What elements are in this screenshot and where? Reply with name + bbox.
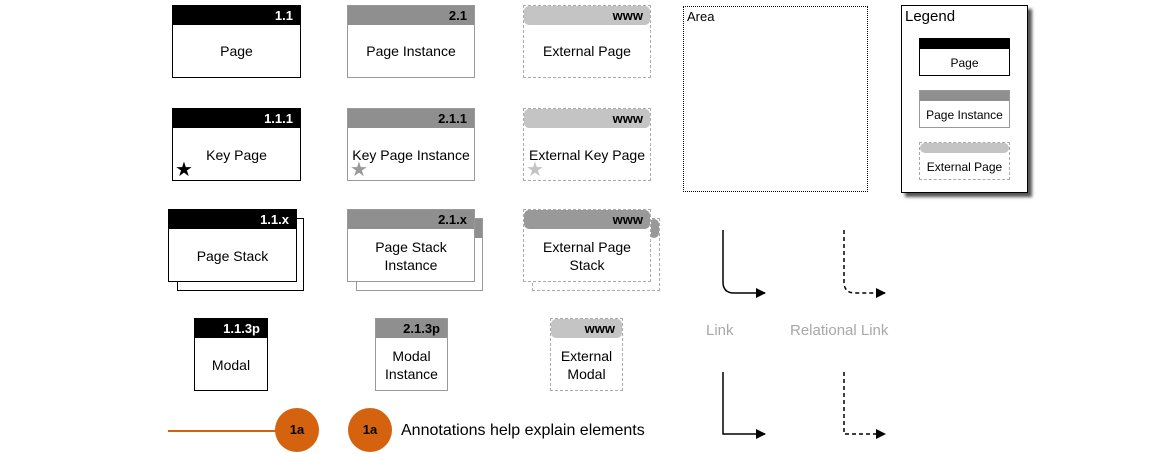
key-page-id: 1.1.1 bbox=[173, 109, 300, 128]
annotation-badge-legend-label: 1a bbox=[362, 422, 378, 437]
page-stack-instance-node[interactable]: 2.1.x Page Stack Instance bbox=[347, 209, 475, 282]
external-page-stack-label-2: Stack bbox=[569, 257, 605, 273]
external-key-page-node[interactable]: www External Key Page ★ bbox=[523, 108, 651, 181]
modal-node[interactable]: 1.1.3p Modal bbox=[194, 318, 268, 391]
page-stack-instance-id: 2.1.x bbox=[348, 210, 474, 229]
legend-item-page-instance-label: Page Instance bbox=[926, 108, 1003, 122]
modal-label: Modal bbox=[211, 357, 251, 373]
star-icon: ★ bbox=[526, 159, 544, 181]
key-page-instance-label: Key Page Instance bbox=[352, 147, 470, 163]
external-page-stack-id: www bbox=[524, 210, 650, 229]
modal-instance-label-2: Instance bbox=[385, 366, 438, 382]
modal-instance-node[interactable]: 2.1.3p Modal Instance bbox=[375, 318, 448, 391]
star-icon: ★ bbox=[350, 159, 368, 181]
page-label: Page bbox=[220, 43, 253, 59]
legend: Legend Page Page Instance External Page bbox=[901, 5, 1028, 193]
page-stack-instance-label-2: Instance bbox=[384, 257, 438, 273]
external-key-page-id: www bbox=[524, 109, 650, 128]
relational-link-arrow-rounded bbox=[843, 230, 886, 298]
external-page-stack-label-1: External Page bbox=[543, 239, 631, 255]
star-icon: ★ bbox=[175, 159, 193, 181]
page-node[interactable]: 1.1 Page bbox=[172, 5, 301, 78]
modal-instance-label-1: Modal bbox=[392, 348, 431, 364]
annotation-description: Annotations help explain elements bbox=[401, 422, 645, 439]
modal-id: 1.1.3p bbox=[195, 319, 267, 338]
page-stack-instance-label-1: Page Stack bbox=[375, 239, 447, 255]
key-page-instance-id: 2.1.1 bbox=[348, 109, 474, 128]
page-instance-node[interactable]: 2.1 Page Instance bbox=[347, 5, 475, 78]
page-instance-label: Page Instance bbox=[366, 43, 456, 59]
relational-link-caption: Relational Link bbox=[790, 322, 889, 339]
link-arrow-rounded bbox=[722, 230, 766, 298]
page-stack-node[interactable]: 1.1.x Page Stack bbox=[168, 209, 297, 282]
external-page-id: www bbox=[524, 6, 650, 25]
key-page-instance-node[interactable]: 2.1.1 Key Page Instance ★ bbox=[347, 108, 475, 181]
link-arrow-square bbox=[722, 372, 766, 439]
legend-item-page-instance: Page Instance bbox=[919, 90, 1010, 128]
legend-title: Legend bbox=[905, 8, 956, 25]
link-caption: Link bbox=[706, 322, 734, 339]
annotation-badge-legend: 1a bbox=[348, 408, 392, 452]
external-page-node[interactable]: www External Page bbox=[523, 5, 651, 78]
external-key-page-label: External Key Page bbox=[529, 147, 645, 163]
key-page-label: Key Page bbox=[206, 147, 267, 163]
legend-item-page: Page bbox=[919, 38, 1010, 76]
relational-link-arrow-square bbox=[843, 372, 886, 439]
page-instance-id: 2.1 bbox=[348, 6, 474, 25]
external-modal-label-1: External bbox=[560, 348, 613, 364]
page-id: 1.1 bbox=[173, 6, 300, 25]
external-page-stack-node[interactable]: www External Page Stack bbox=[523, 209, 651, 282]
external-modal-node[interactable]: www External Modal bbox=[550, 318, 623, 391]
legend-item-page-label: Page bbox=[950, 56, 979, 70]
external-page-label: External Page bbox=[543, 43, 631, 59]
external-modal-id: www bbox=[551, 319, 622, 338]
annotation-badge: 1a bbox=[275, 408, 319, 452]
page-stack-label: Page Stack bbox=[196, 248, 269, 264]
area-node[interactable]: Area bbox=[683, 6, 868, 192]
legend-item-external-page-label: External Page bbox=[926, 160, 1003, 174]
page-stack-id: 1.1.x bbox=[169, 210, 296, 229]
annotation-badge-label: 1a bbox=[289, 422, 305, 437]
area-label: Area bbox=[687, 9, 715, 24]
external-modal-label-2: Modal bbox=[567, 366, 606, 382]
key-page-node[interactable]: 1.1.1 Key Page ★ bbox=[172, 108, 301, 181]
modal-instance-id: 2.1.3p bbox=[376, 319, 447, 338]
legend-item-external-page: External Page bbox=[919, 142, 1010, 180]
